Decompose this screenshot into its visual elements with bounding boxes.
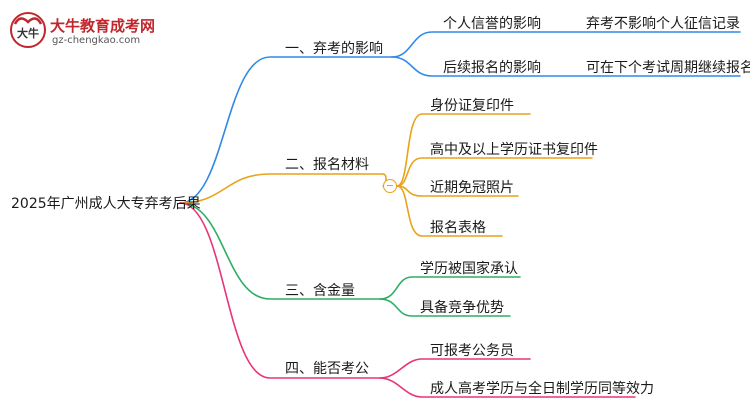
site-logo[interactable]: 大牛 大牛教育成考网 gz-chengkao.com: [8, 8, 178, 54]
edge-value-recognized: [379, 276, 521, 300]
branch-civil-service[interactable]: 四、能否考公: [285, 361, 369, 377]
edge-civil-equal: [379, 377, 636, 398]
leaf-id-copy[interactable]: 身份证复印件: [430, 98, 514, 114]
leaf-reapply-detail[interactable]: 可在下个考试周期继续报名: [586, 60, 750, 76]
edge-mat-id: [396, 113, 531, 187]
leaf-photo[interactable]: 近期免冠照片: [430, 180, 514, 196]
edge-value-competitive: [379, 298, 511, 317]
edge-root-value: [179, 202, 381, 300]
edge-mat-diploma: [396, 157, 593, 187]
collapse-toggle[interactable]: [383, 179, 397, 193]
leaf-reapply-impact[interactable]: 后续报名的影响: [443, 60, 541, 76]
leaf-diploma-copy[interactable]: 高中及以上学历证书复印件: [430, 142, 598, 158]
leaf-equal-validity[interactable]: 成人高考学历与全日制学历同等效力: [430, 381, 654, 397]
branch-materials[interactable]: 二、报名材料: [285, 157, 369, 173]
edge-impact-reapply: [391, 56, 741, 77]
edge-root-materials: [179, 173, 384, 204]
logo-url: gz-chengkao.com: [52, 35, 141, 46]
leaf-credit-detail[interactable]: 弃考不影响个人征信记录: [586, 16, 740, 32]
edge-root-civil: [179, 202, 381, 379]
edge-mat-photo: [396, 185, 519, 197]
edge-mat-form: [396, 185, 503, 237]
branch-value[interactable]: 三、含金量: [285, 283, 355, 299]
leaf-credit-impact[interactable]: 个人信誉的影响: [443, 16, 541, 32]
root-node[interactable]: 2025年广州成人大专弃考后果: [11, 196, 201, 212]
edge-root-impact: [179, 56, 393, 204]
logo-title: 大牛教育成考网: [50, 17, 156, 35]
leaf-recognized[interactable]: 学历被国家承认: [420, 261, 518, 277]
leaf-form[interactable]: 报名表格: [430, 220, 486, 236]
edge-impact-credit: [391, 31, 741, 58]
branch-impact[interactable]: 一、弃考的影响: [285, 41, 383, 57]
bull-logo-icon: 大牛: [10, 12, 46, 48]
leaf-civil-exam[interactable]: 可报考公务员: [430, 343, 514, 359]
leaf-competitive[interactable]: 具备竞争优势: [420, 300, 504, 316]
logo-mark-text: 大牛: [17, 26, 39, 40]
edge-civil-exam: [379, 358, 531, 379]
